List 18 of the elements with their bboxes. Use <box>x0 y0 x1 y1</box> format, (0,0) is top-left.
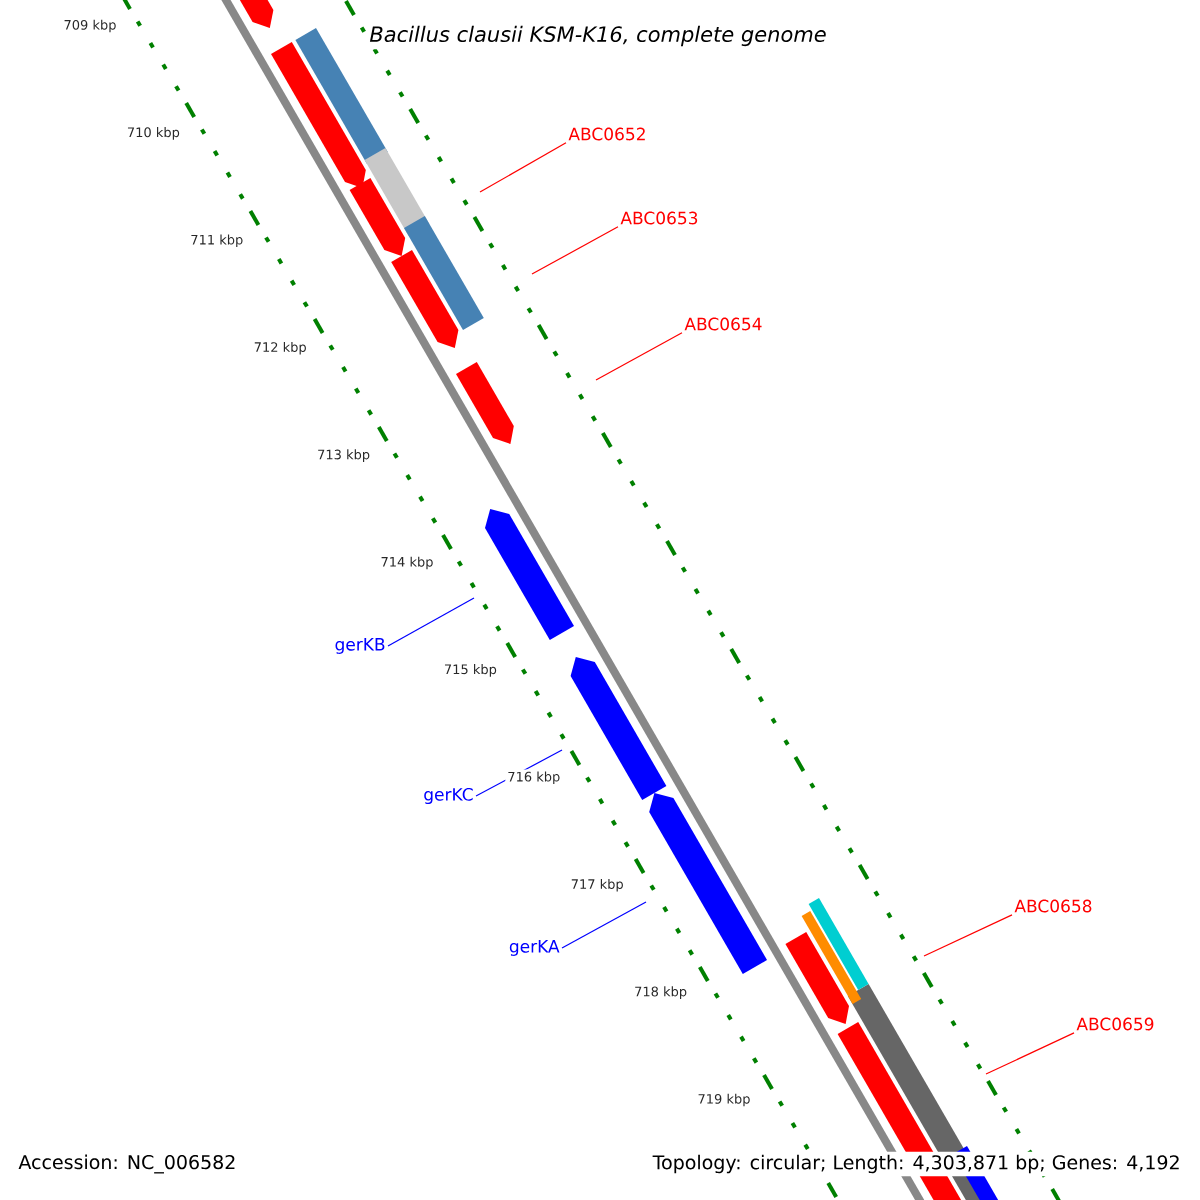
gene-label: ABC0652 <box>568 127 645 141</box>
leader-line <box>561 901 647 949</box>
title: Bacillus clausii KSM-K16, complete genome <box>366 22 830 50</box>
gene-label: gerKA <box>509 940 560 956</box>
genome-summary: Topology: circular; Length: 4,303,871 bp; Genes: 4,192 <box>649 1151 1184 1177</box>
leader-line <box>595 332 683 381</box>
leader-line <box>387 597 475 647</box>
accession-label: Accession: NC_006582 <box>18 1154 235 1174</box>
gene-label: ABC0654 <box>684 317 762 331</box>
gene-label: ABC0659 <box>1076 1017 1154 1031</box>
leader-line <box>531 226 619 275</box>
gene-label: gerKB <box>335 638 385 654</box>
gene-label: gerKC <box>424 787 473 805</box>
leader-line <box>479 142 567 193</box>
gene-label: ABC0658 <box>1014 899 1092 913</box>
leader-line <box>923 914 1013 957</box>
leader-line <box>985 1032 1075 1075</box>
gene-label: ABC0653 <box>620 211 698 225</box>
